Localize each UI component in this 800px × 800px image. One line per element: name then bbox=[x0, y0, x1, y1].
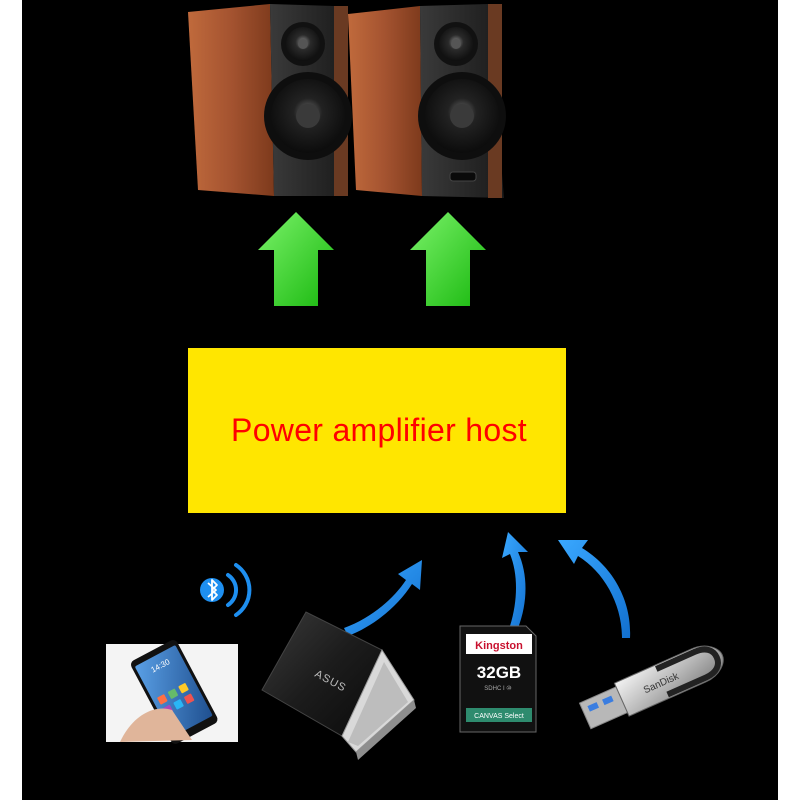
left-speaker bbox=[188, 4, 352, 196]
speaker-pair-icon bbox=[188, 4, 506, 198]
power-amplifier-host: Power amplifier host bbox=[188, 348, 566, 513]
output-arrow-right bbox=[410, 212, 486, 306]
smartphone-icon: 14:30 bbox=[106, 640, 238, 744]
sd-card-spec-marks: SDHC I ⑩ bbox=[484, 685, 511, 692]
output-arrow-left bbox=[258, 212, 334, 306]
sd-card-brand: Kingston bbox=[475, 640, 523, 652]
sd-card-capacity: 32GB bbox=[477, 663, 521, 682]
sd-card-line: CANVAS Select bbox=[474, 713, 524, 720]
diagram-canvas: 14:30 ASUS Kingston 32GB SDHC I ⑩ CANVAS… bbox=[22, 0, 778, 800]
input-arrow-sd-card bbox=[502, 532, 528, 628]
bluetooth-icon bbox=[200, 563, 252, 617]
right-speaker bbox=[348, 4, 506, 198]
usb-drive-icon: SanDisk bbox=[578, 645, 724, 730]
host-label: Power amplifier host bbox=[231, 412, 527, 448]
laptop-icon: ASUS bbox=[261, 611, 416, 760]
input-arrow-laptop bbox=[344, 560, 422, 636]
sd-card-icon: Kingston 32GB SDHC I ⑩ CANVAS Select bbox=[459, 625, 537, 733]
input-arrow-usb bbox=[558, 540, 631, 638]
diagram-graphics: 14:30 ASUS Kingston 32GB SDHC I ⑩ CANVAS… bbox=[106, 4, 724, 760]
